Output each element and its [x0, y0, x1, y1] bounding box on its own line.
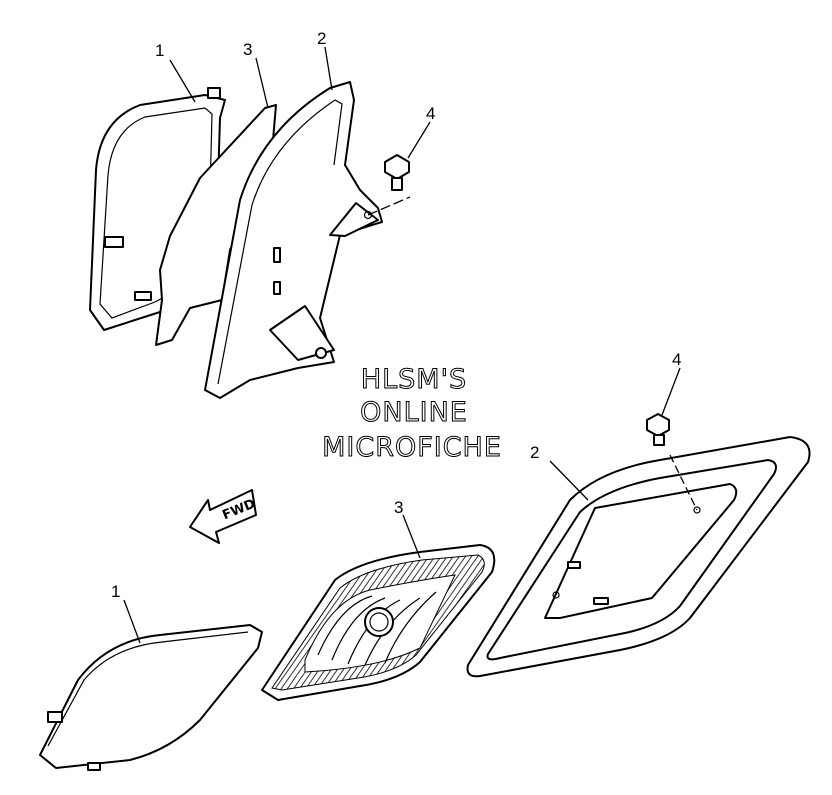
callout-top-inner-sheet: 3: [243, 40, 252, 59]
watermark: HLSM'S ONLINE MICROFICHE: [322, 364, 502, 464]
top-side-panel: [204, 81, 383, 399]
callout-bottom-bolt: 4: [672, 350, 681, 369]
bottom-lens-cover: [39, 624, 263, 771]
watermark-line-3: MICROFICHE: [322, 432, 502, 463]
top-inner-sheet: [155, 104, 277, 346]
bottom-outer-panel: [466, 436, 811, 678]
fwd-direction-arrow: FWD: [189, 489, 258, 544]
callout-bottom-outer-panel: 2: [530, 443, 539, 462]
top-bolt: [367, 154, 411, 216]
callout-bottom-hatched-lens: 3: [394, 498, 403, 517]
leader-lines: [123, 46, 681, 644]
watermark-line-2: ONLINE: [360, 397, 468, 428]
bottom-hatched-lens: [261, 544, 496, 701]
callout-bottom-lens-cover: 1: [111, 582, 120, 601]
bottom-bolt: [646, 413, 698, 511]
callout-top-side-panel: 2: [317, 29, 326, 48]
callout-top-cover: 1: [155, 41, 164, 60]
watermark-line-1: HLSM'S: [361, 364, 467, 395]
callout-top-bolt: 4: [426, 104, 435, 123]
